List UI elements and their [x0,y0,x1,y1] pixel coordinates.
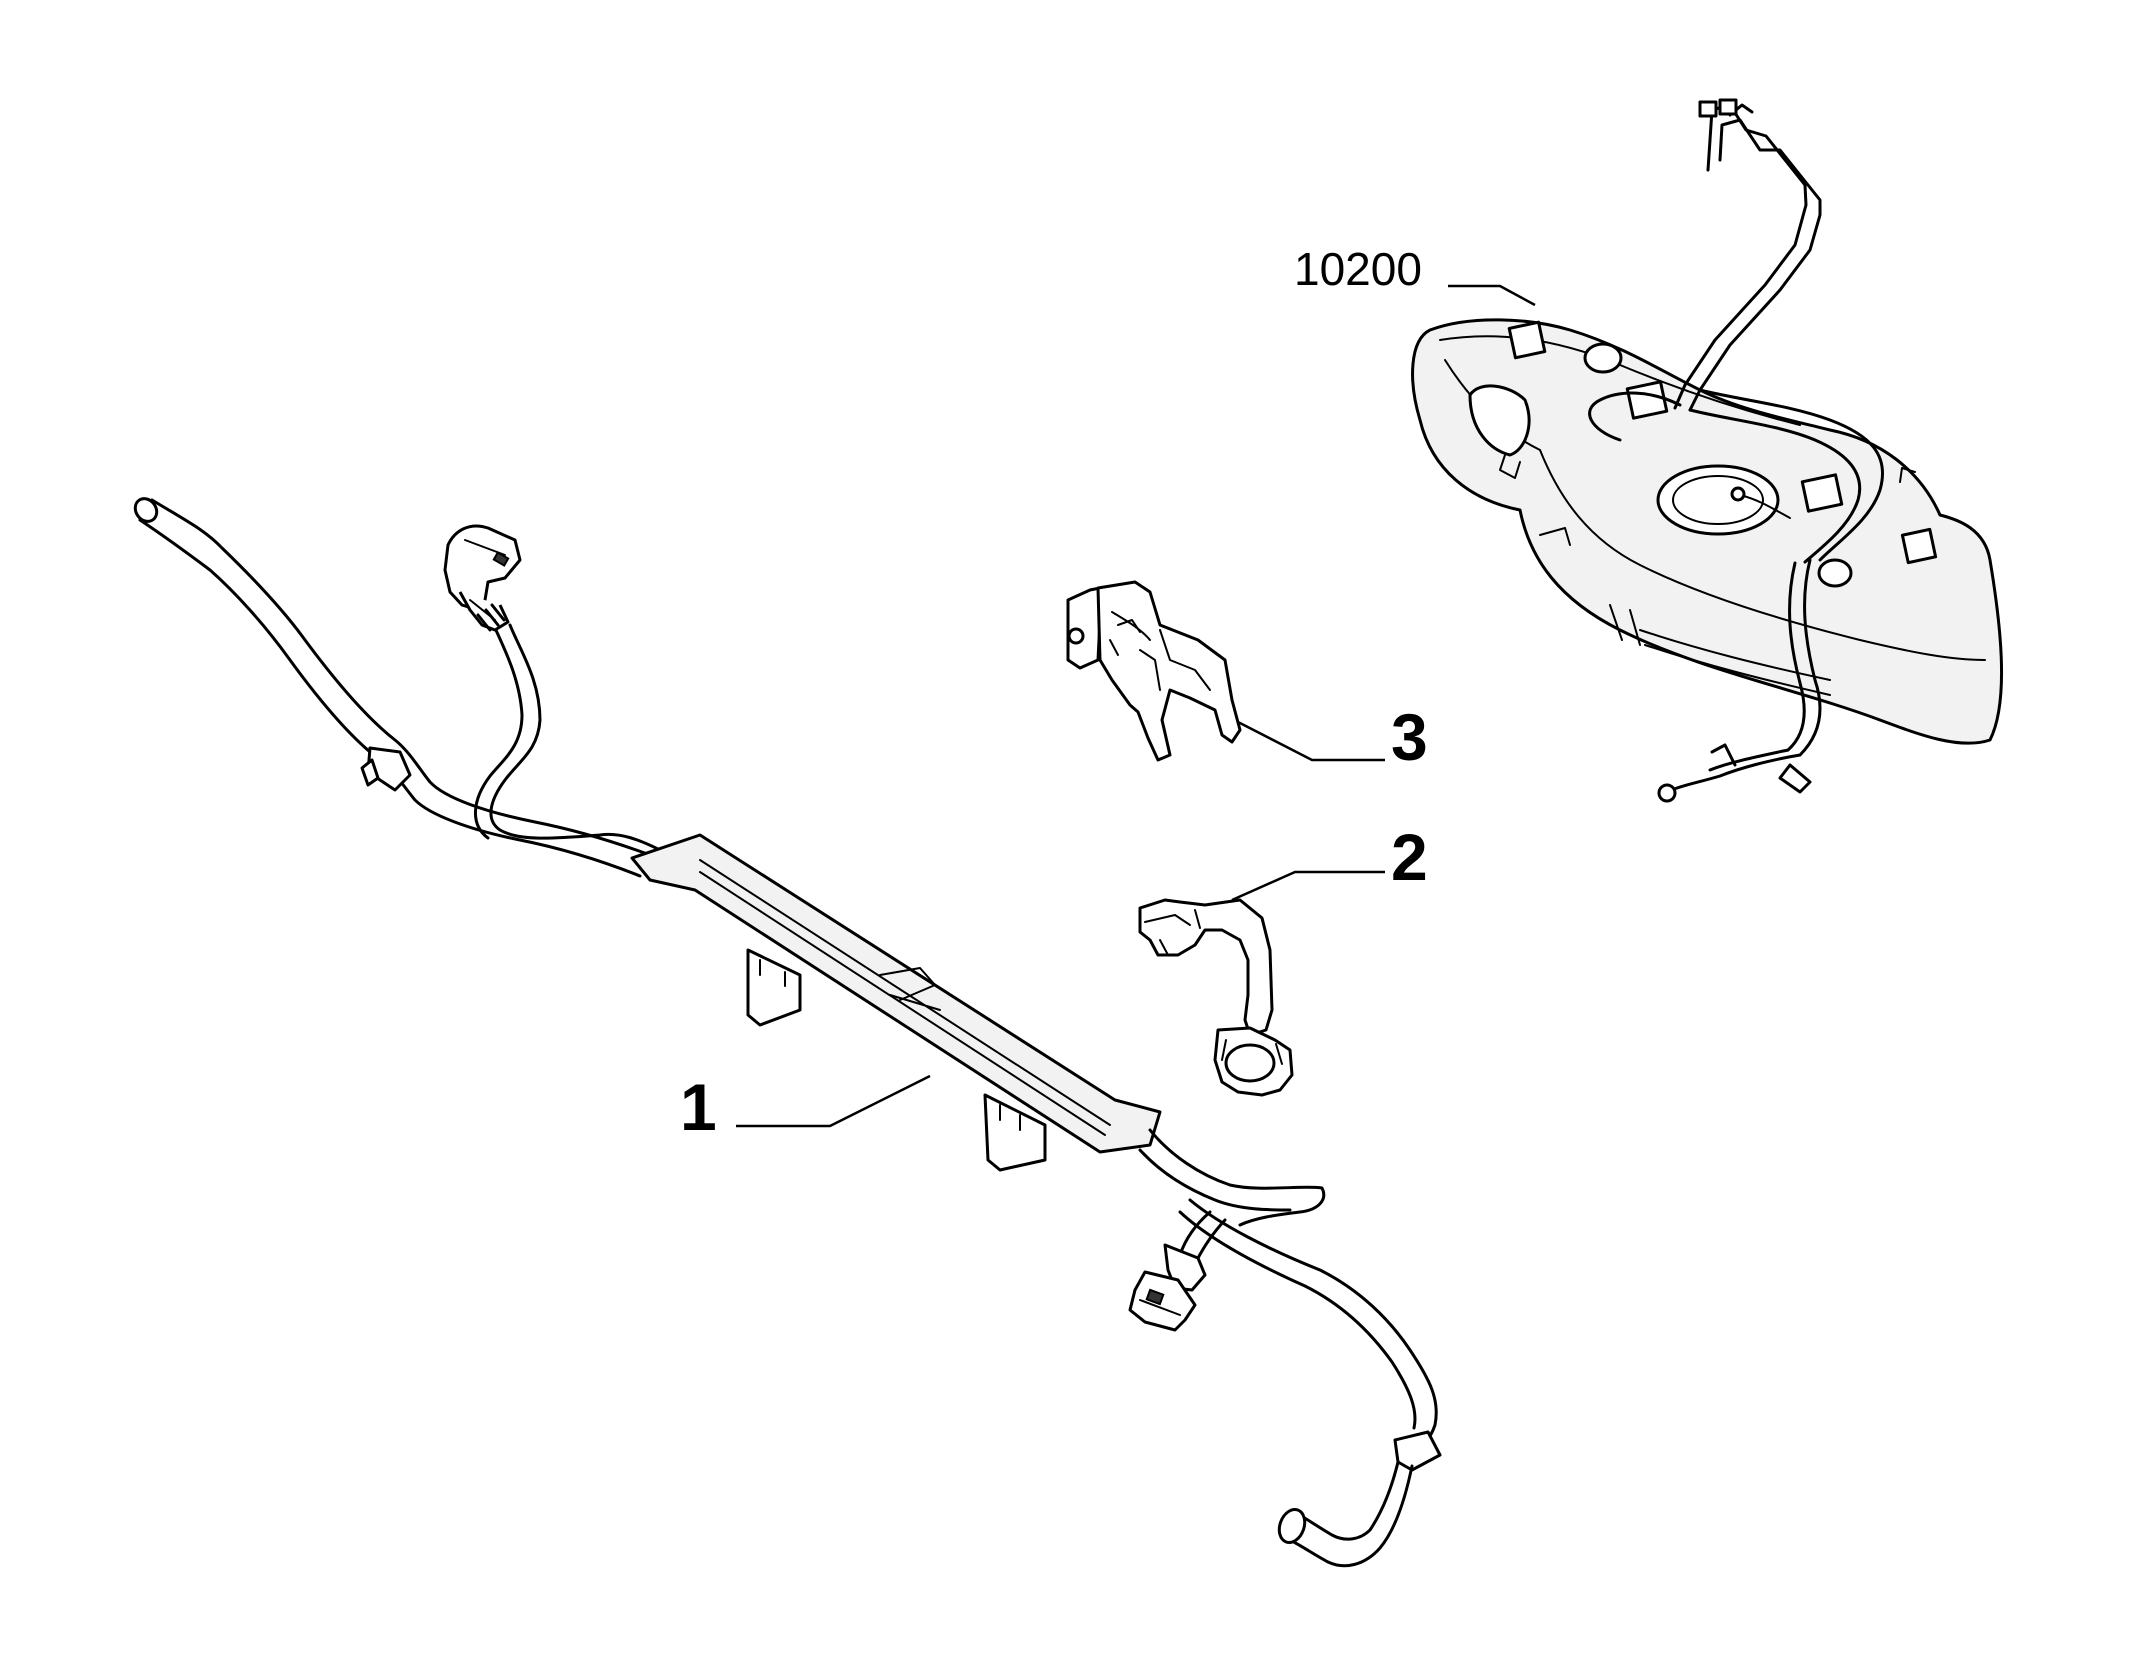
callout-label-1: 1 [680,1070,717,1144]
callout-label-10200: 10200 [1294,243,1422,295]
bracket-clamp-drawing [1138,898,1294,1097]
leader-line-3 [1237,720,1385,762]
leader-line-2 [1231,870,1385,902]
callout-label-3: 3 [1391,700,1428,774]
clip-part-drawing [1066,580,1242,762]
fuel-tank-drawing [1411,98,2004,803]
fuel-line-drawing [133,497,1442,1568]
callout-label-2: 2 [1391,820,1428,894]
leader-line-1 [736,1074,931,1128]
leader-line-10200 [1448,284,1536,307]
